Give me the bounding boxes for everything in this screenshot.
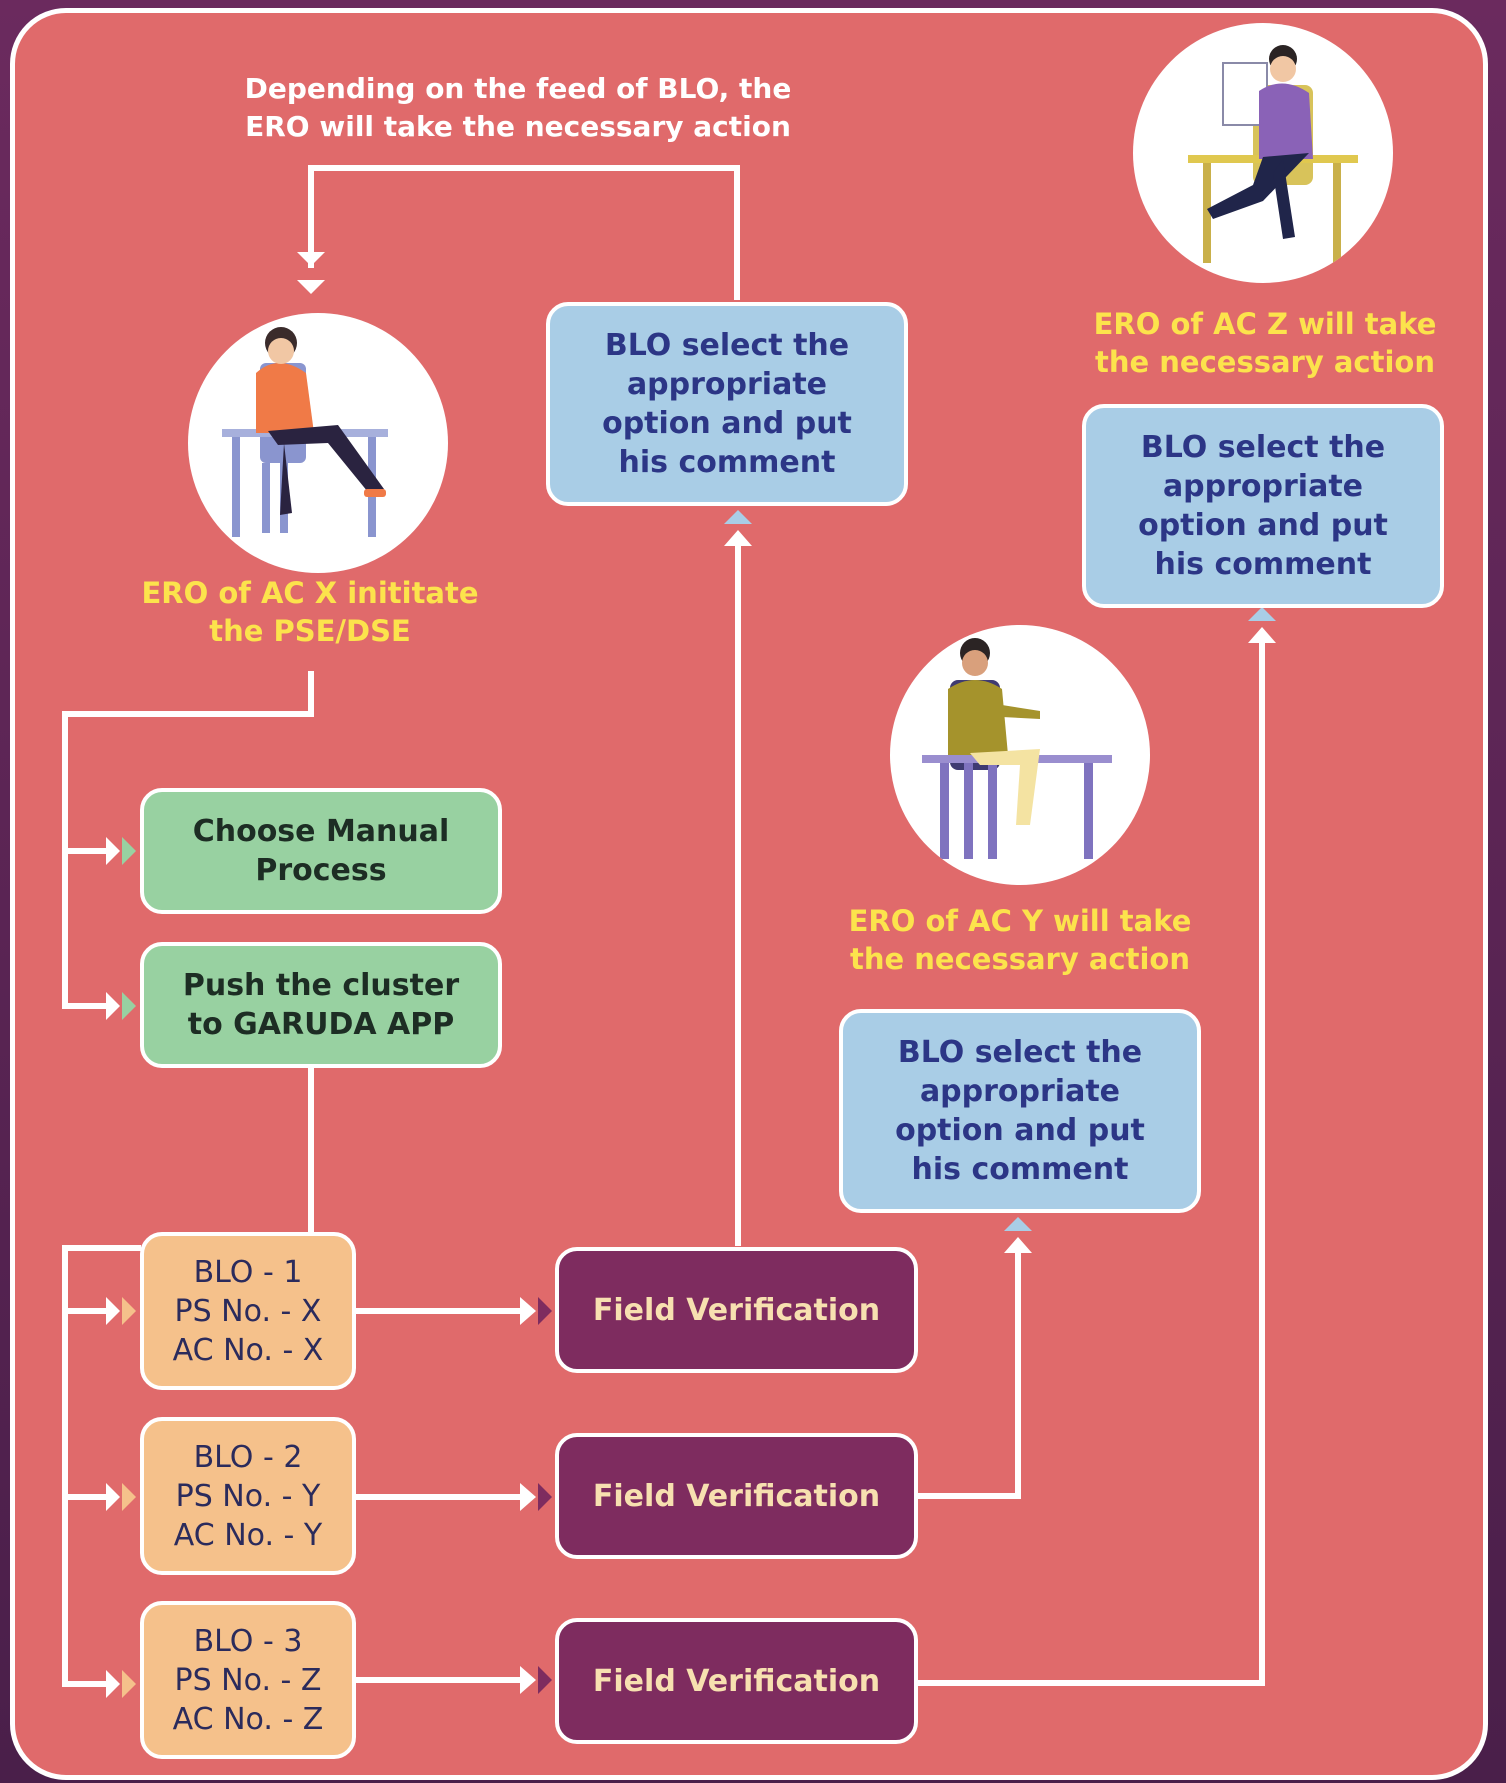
- tip-up-comment-y: [1004, 1217, 1032, 1231]
- arrowhead-up-comment-x: [724, 530, 752, 546]
- ero-y-avatar-icon: [890, 625, 1150, 885]
- blo-comment-box-z: BLO select the appropriate option and pu…: [1082, 404, 1444, 608]
- garuda-app-box: Push the cluster to GARUDA APP: [140, 942, 502, 1068]
- ero-y-caption: ERO of AC Y will take the necessary acti…: [848, 904, 1192, 976]
- ero-x-avatar-icon: [188, 313, 448, 573]
- arrowhead-right-fv1: [520, 1297, 536, 1325]
- field-verification-1: Field Verification: [555, 1247, 918, 1373]
- blo-unit-3: BLO - 3 PS No. - Z AC No. - Z: [140, 1601, 356, 1759]
- connector-feedback-loop: [308, 165, 740, 300]
- manual-process-box: Choose Manual Process: [140, 788, 502, 914]
- tip-right-blo3: [122, 1670, 136, 1698]
- arrowhead-right-garuda: [106, 992, 120, 1020]
- tip-right-blo1: [122, 1297, 136, 1325]
- arrowhead-down-ero-x-2: [297, 280, 325, 294]
- tip-right-fv1: [538, 1297, 552, 1325]
- tip-right-garuda: [122, 992, 136, 1020]
- tip-right-fv2: [538, 1483, 552, 1511]
- connector-fv2-to-comment-y: [917, 1243, 1021, 1499]
- blo-comment-box-x: BLO select the appropriate option and pu…: [546, 302, 908, 506]
- arrowhead-right-blo3: [106, 1670, 120, 1698]
- arrowhead-right-blo2: [106, 1483, 120, 1511]
- ero-z-caption: ERO of AC Z will take the necessary acti…: [1093, 307, 1437, 379]
- field-verification-2: Field Verification: [555, 1433, 918, 1559]
- tip-right-blo2: [122, 1483, 136, 1511]
- arrowhead-right-manual: [106, 837, 120, 865]
- blo-comment-box-y: BLO select the appropriate option and pu…: [839, 1009, 1201, 1213]
- arrowhead-up-comment-y: [1004, 1237, 1032, 1253]
- tip-up-comment-z: [1248, 607, 1276, 621]
- arrowhead-right-fv3: [520, 1666, 536, 1694]
- arrowhead-down-ero-x: [297, 252, 325, 266]
- arrowhead-right-blo1: [106, 1297, 120, 1325]
- ero-z-avatar-icon: [1133, 23, 1393, 283]
- connector-fv3-to-comment-z: [917, 633, 1265, 1686]
- connector-ero-to-options: [62, 671, 314, 1009]
- ero-x-caption: ERO of AC X inititate the PSE/DSE: [141, 576, 479, 648]
- blo-unit-1: BLO - 1 PS No. - X AC No. - X: [140, 1232, 356, 1390]
- connector-blo-bus: [62, 1245, 141, 1687]
- field-verification-3: Field Verification: [555, 1618, 918, 1744]
- tip-up-comment-x: [724, 510, 752, 524]
- arrowhead-up-comment-z: [1248, 627, 1276, 643]
- tip-right-fv3: [538, 1666, 552, 1694]
- arrowhead-right-fv2: [520, 1483, 536, 1511]
- blo-unit-2: BLO - 2 PS No. - Y AC No. - Y: [140, 1417, 356, 1575]
- feedback-note: Depending on the feed of BLO, the ERO wi…: [244, 72, 792, 143]
- tip-right-manual: [122, 837, 136, 865]
